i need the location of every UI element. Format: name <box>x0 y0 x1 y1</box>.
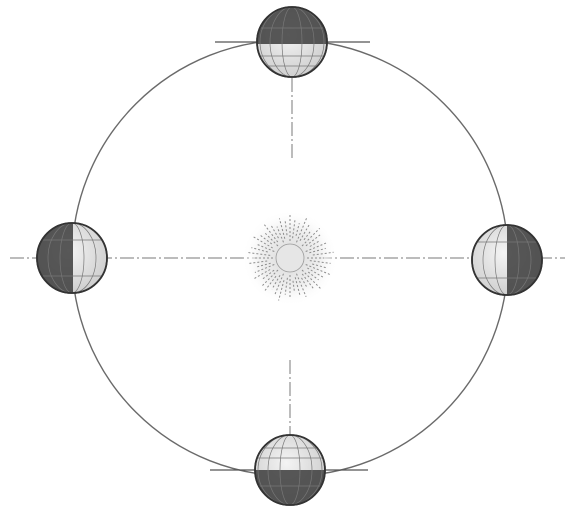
earth-globe-icon-left <box>35 222 107 294</box>
earth-globe-icon-right <box>472 224 547 296</box>
earth-globe-icon-bottom <box>210 435 368 510</box>
sun-icon <box>242 210 338 306</box>
earth-globe-icon-top <box>215 7 370 77</box>
